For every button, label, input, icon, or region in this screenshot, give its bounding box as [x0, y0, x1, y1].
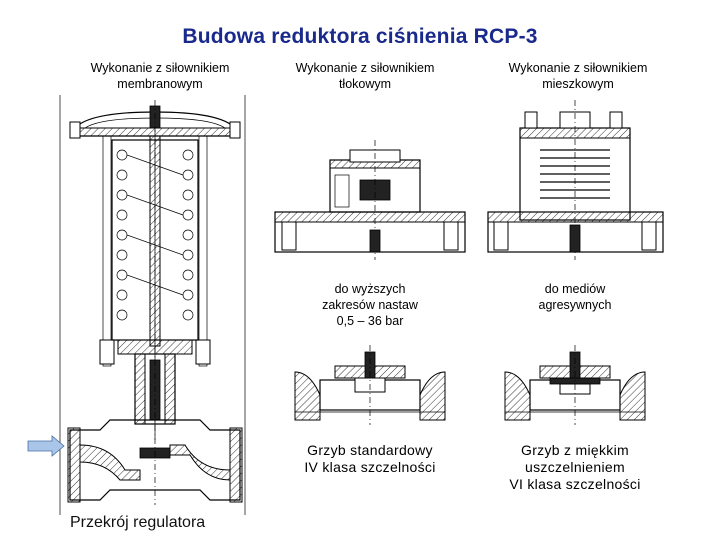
standard-plug-line2: IV klasa szczelności — [304, 459, 436, 475]
piston-note-line3: 0,5 – 36 bar — [336, 314, 404, 328]
caption-membrane: Wykonanie z siłownikiem membranowym — [45, 60, 275, 92]
caption-bellows-line2: mieszkowym — [542, 77, 614, 91]
piston-note-line2: zakresów nastaw — [322, 298, 418, 312]
soft-plug-line1: Grzyb z miękkim — [521, 442, 629, 458]
piston-note: do wyższych zakresów nastaw 0,5 – 36 bar — [290, 281, 450, 329]
bellows-note-line2: agresywnych — [538, 298, 612, 312]
piston-actuator-drawing — [274, 140, 466, 260]
bellows-note: do mediów agresywnych — [495, 281, 655, 313]
caption-membrane-line2: membranowym — [117, 77, 203, 91]
soft-plug-drawing — [504, 345, 646, 425]
standard-plug-drawing — [294, 345, 446, 425]
soft-plug-caption: Grzyb z miękkim uszczelnieniem VI klasa … — [475, 442, 675, 493]
caption-bellows: Wykonanie z siłownikiem mieszkowym — [463, 60, 693, 92]
bellows-actuator-drawing — [487, 100, 664, 260]
soft-plug-line2: uszczelnieniem — [525, 459, 625, 475]
standard-plug-line1: Grzyb standardowy — [307, 442, 433, 458]
bellows-note-line1: do mediów — [544, 282, 606, 296]
section-caption: Przekrój regulatora — [70, 514, 206, 531]
inlet-arrow — [27, 435, 65, 457]
caption-piston-line2: tłokowym — [338, 77, 392, 91]
piston-note-line1: do wyższych — [334, 282, 406, 296]
caption-piston-line1: Wykonanie z siłownikiem — [295, 61, 435, 75]
caption-membrane-line1: Wykonanie z siłownikiem — [90, 61, 230, 75]
caption-bellows-line1: Wykonanie z siłownikiem — [508, 61, 648, 75]
soft-plug-line3: VI klasa szczelności — [509, 476, 641, 492]
standard-plug-caption: Grzyb standardowy IV klasa szczelności — [270, 442, 470, 476]
page-title: Budowa reduktora ciśnienia RCP-3 — [182, 25, 538, 48]
caption-piston: Wykonanie z siłownikiem tłokowym — [250, 60, 480, 92]
